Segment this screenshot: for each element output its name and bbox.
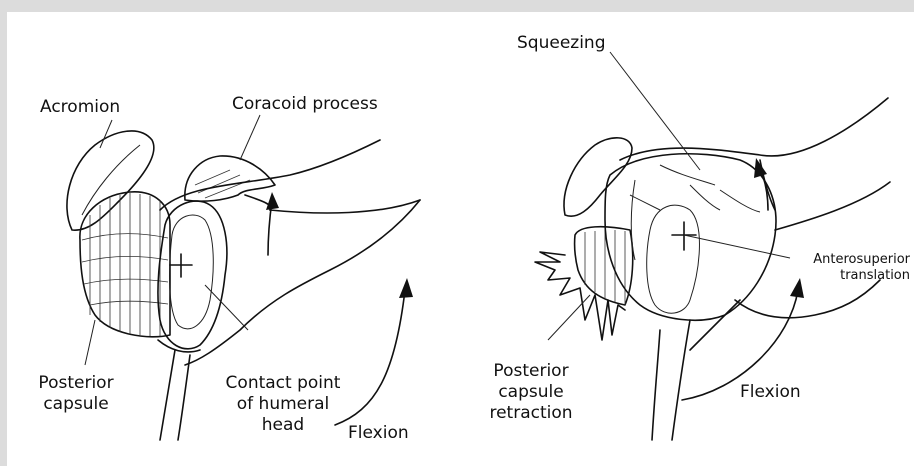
- label-squeezing: Squeezing: [517, 33, 606, 54]
- left-glenoid: [158, 201, 227, 349]
- label-posterior-capsule-retraction: Posterior capsule retraction: [476, 361, 586, 424]
- label-anterosuperior-translation: Anterosuperior translation: [790, 252, 910, 284]
- label-posterior-capsule: Posterior capsule: [26, 373, 126, 415]
- label-acromion: Acromion: [40, 97, 120, 118]
- right-acromion: [564, 138, 632, 216]
- left-coracoid: [185, 156, 275, 201]
- left-contact-point-cross: [170, 254, 192, 277]
- label-left-flexion: Flexion: [348, 423, 409, 444]
- label-right-flexion: Flexion: [740, 382, 801, 403]
- left-posterior-capsule: [80, 192, 170, 337]
- right-translation-cross: [672, 222, 696, 250]
- right-shoulder-figure: [535, 52, 890, 440]
- label-contact-point: Contact point of humeral head: [218, 373, 348, 436]
- right-capsule-retraction-spikes: [535, 252, 625, 340]
- label-coracoid-process: Coracoid process: [232, 94, 378, 115]
- right-posterior-capsule: [575, 227, 633, 305]
